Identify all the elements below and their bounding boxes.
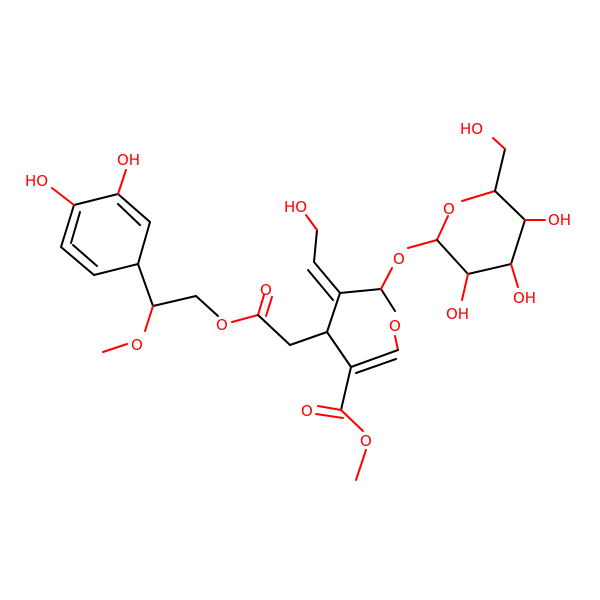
catechol-ring [60, 193, 151, 276]
label-sugar-ho-ch2: HO [460, 120, 483, 138]
bond-c-oglyc [380, 267, 393, 290]
bond-exo-double-1 [313, 261, 341, 294]
bond-ome-me [102, 343, 128, 353]
label-ho-vinyl: HO [284, 198, 307, 216]
bond-c2-oh [461, 273, 469, 301]
label-ester-carbonyl-o: O [301, 402, 313, 420]
label-ester-methoxy-o: O [360, 432, 372, 450]
bond-c6-oh [492, 137, 506, 150]
bond-vinyl-ch2 [313, 229, 318, 263]
label-sugar-ring-o: O [443, 200, 455, 218]
bond-c3-cester [340, 366, 352, 411]
bond-oh-2 [51, 187, 75, 206]
bond-o-co [231, 314, 259, 323]
bond-ester-ome [355, 449, 367, 481]
bond-carbonyl-1 [257, 294, 265, 316]
bond-ester-carbonyl-2 [315, 413, 344, 419]
label-oh-catechol: OH [117, 151, 140, 169]
bond-ch2-c4 [289, 331, 328, 346]
bond-oh-1 [117, 169, 127, 195]
bond-carbonyl-2 [265, 296, 273, 317]
bond-ch-ch2 [152, 295, 197, 307]
sugar-ring [436, 190, 526, 275]
label-ho-catechol: HO [25, 172, 48, 190]
bond-ch2-o [195, 295, 219, 317]
label-sugar-oh-3: OH [446, 305, 469, 323]
bond-c5-c6 [494, 148, 506, 192]
bond-co-ch2 [257, 314, 291, 346]
label-ring-o: O [389, 317, 401, 335]
bond-ester-o [340, 409, 364, 432]
dihydropyran-ring [326, 288, 399, 374]
bond-exo-double-2 [307, 269, 334, 301]
bond-aryl-ch [137, 263, 154, 307]
bond-ester-carbonyl-1 [317, 405, 342, 411]
bond-ch2-oh [305, 214, 318, 231]
label-sugar-oh-2: OH [513, 289, 536, 307]
bond-ch-ome [144, 305, 154, 332]
bond-c3-oh [510, 263, 519, 288]
label-ester-o: O [216, 316, 228, 334]
label-methoxy-o: O [131, 336, 143, 354]
label-carbonyl-o: O [260, 281, 272, 299]
label-glycoside-o: O [393, 250, 405, 268]
label-sugar-oh-1: OH [548, 211, 571, 229]
bond-oglyc-sugar [407, 239, 438, 249]
